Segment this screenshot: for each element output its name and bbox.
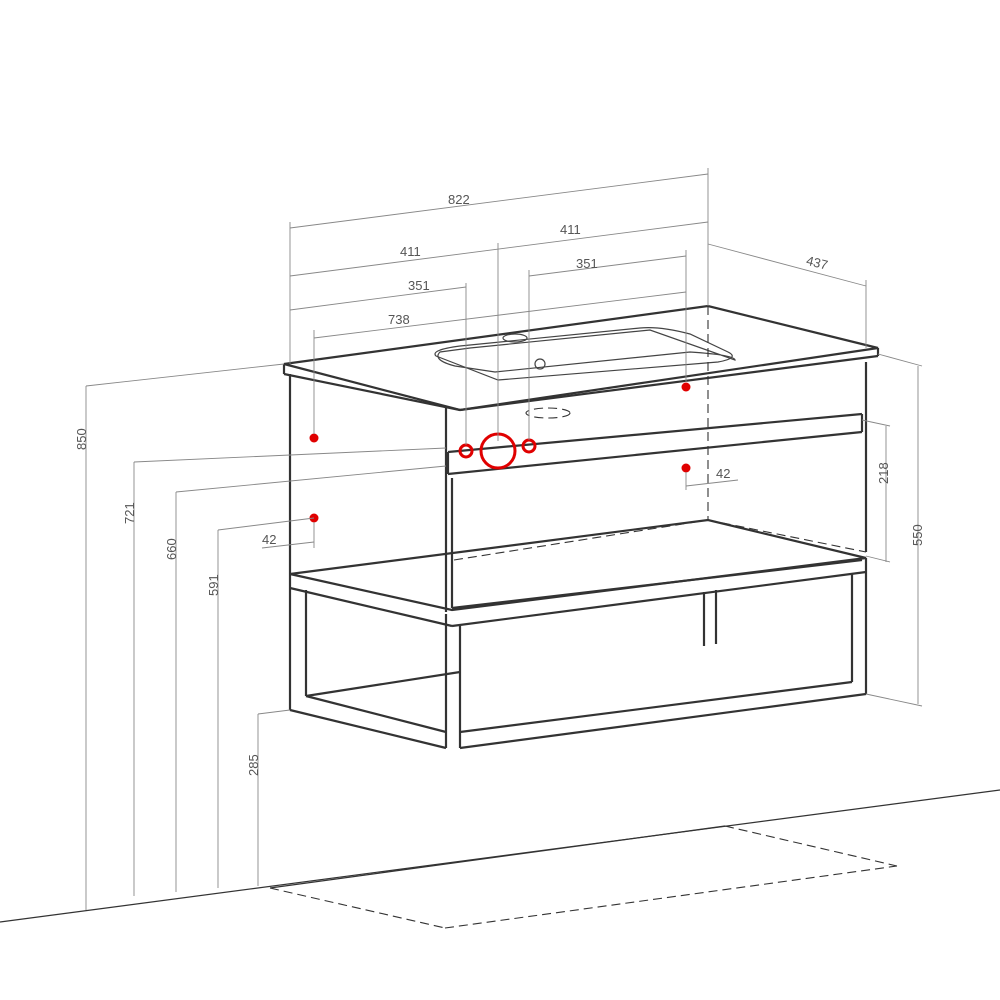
dim-width-half-right: 411 bbox=[560, 222, 581, 237]
dim-width-half-left: 411 bbox=[400, 244, 421, 259]
countertop bbox=[282, 304, 880, 419]
dim-offset-right: 42 bbox=[716, 466, 730, 481]
floor-lines bbox=[0, 789, 1000, 929]
dim-faucet-right: 351 bbox=[576, 256, 598, 271]
mount-point-left-upper bbox=[309, 433, 319, 443]
dim-height-total: 850 bbox=[74, 428, 89, 450]
dim-height-body: 550 bbox=[910, 524, 925, 546]
dim-height-drawer: 218 bbox=[876, 462, 891, 484]
dim-height-591: 591 bbox=[206, 574, 221, 596]
left-dimensions bbox=[85, 363, 447, 910]
dim-depth: 437 bbox=[805, 253, 830, 273]
mount-point-right-lower bbox=[681, 463, 691, 473]
dim-height-285: 285 bbox=[246, 754, 261, 776]
mount-point-right-upper bbox=[681, 382, 691, 392]
dim-width-total: 822 bbox=[448, 192, 470, 207]
dim-faucet-left: 351 bbox=[408, 278, 430, 293]
pipe-connections bbox=[458, 432, 537, 470]
dim-height-660: 660 bbox=[164, 538, 179, 560]
top-dimensions bbox=[289, 168, 867, 445]
right-dimensions bbox=[685, 353, 923, 707]
dim-offset-left: 42 bbox=[262, 532, 276, 547]
dim-height-721: 721 bbox=[122, 502, 137, 524]
dim-mount-spacing: 738 bbox=[388, 312, 410, 327]
cabinet-body bbox=[288, 306, 868, 612]
frame-shelf bbox=[288, 518, 868, 750]
